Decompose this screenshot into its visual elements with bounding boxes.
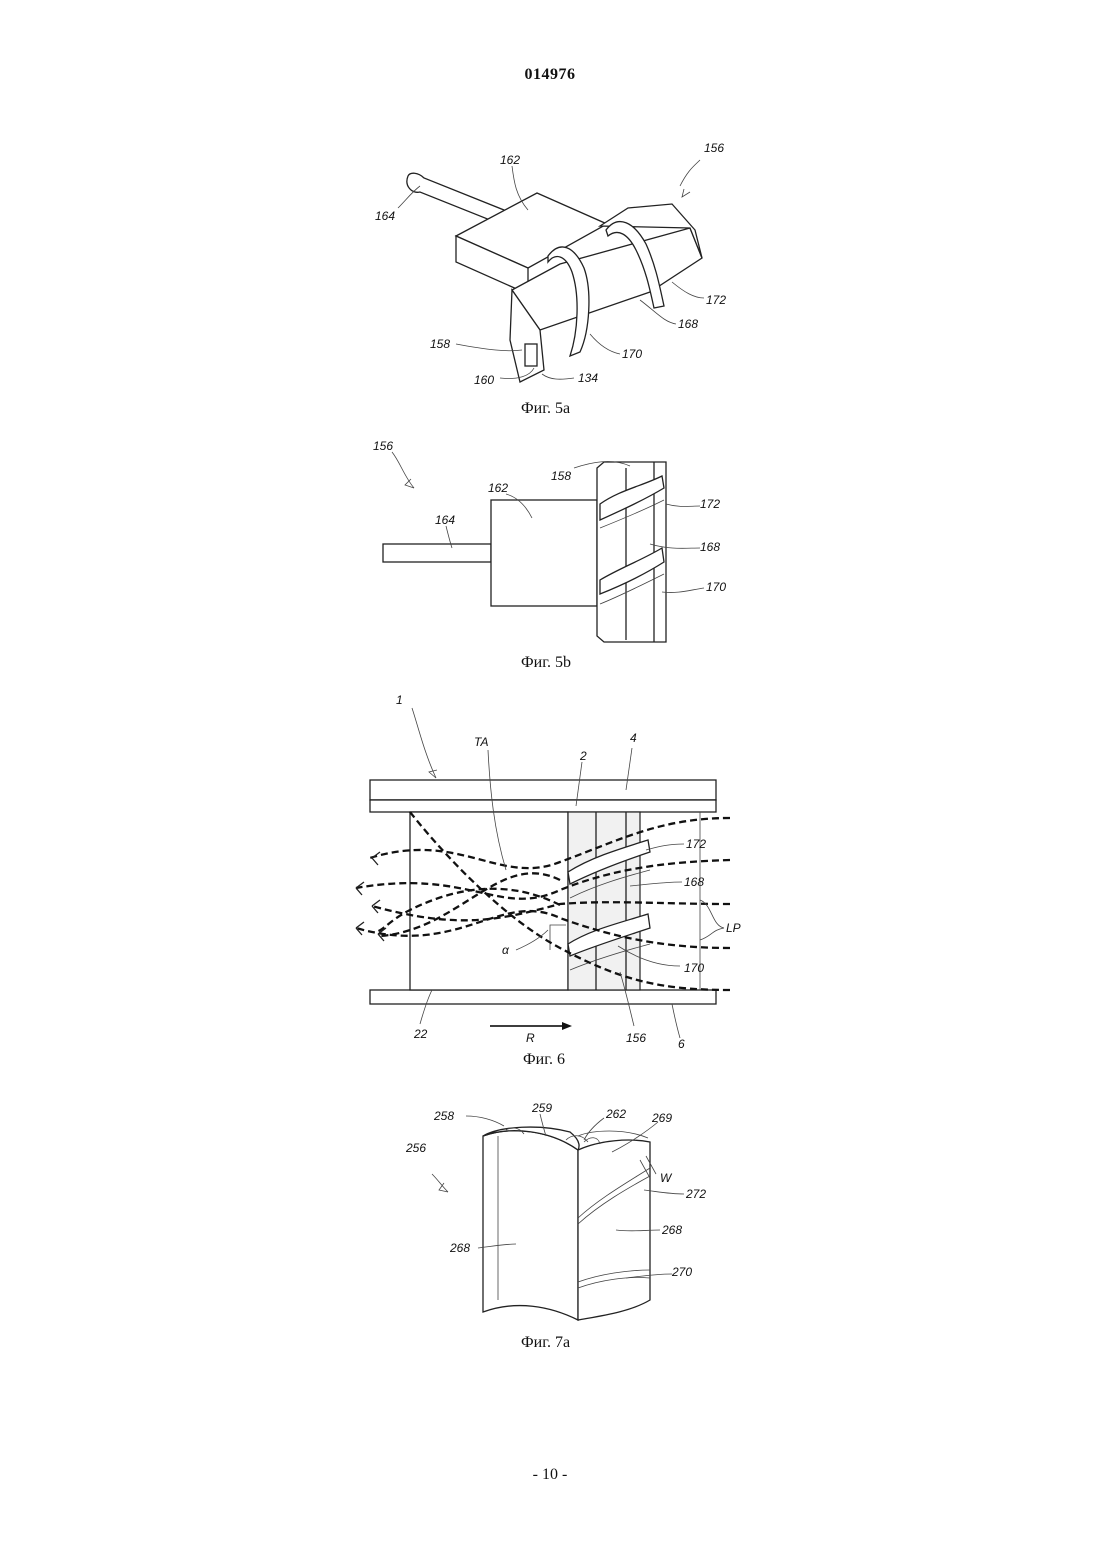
label-269: 269 <box>651 1111 672 1125</box>
label-170: 170 <box>684 961 704 975</box>
label-w: W <box>660 1171 673 1185</box>
label-262: 262 <box>605 1107 626 1121</box>
label-258: 258 <box>433 1109 454 1123</box>
figure-caption: Фиг. 5b <box>521 654 571 671</box>
label-164: 164 <box>435 513 455 527</box>
figure-7a: 258 259 262 269 256 W 272 268 268 270 Фи… <box>405 1101 706 1351</box>
label-164: 164 <box>375 209 395 223</box>
figure-caption: Фиг. 7a <box>521 1334 570 1351</box>
label-268: 268 <box>661 1223 682 1237</box>
label-168: 168 <box>684 875 704 889</box>
label-134: 134 <box>578 371 598 385</box>
label-259: 259 <box>531 1101 552 1115</box>
label-162: 162 <box>488 481 508 495</box>
label-160: 160 <box>474 373 494 387</box>
label-172: 172 <box>706 293 726 307</box>
label-158: 158 <box>551 469 571 483</box>
label-r: R <box>526 1031 535 1045</box>
label-2: 2 <box>579 749 587 763</box>
figure-6: 1 TA 2 4 172 168 LP α 170 22 R 156 6 Фиг… <box>356 693 741 1068</box>
label-156: 156 <box>704 141 724 155</box>
label-168: 168 <box>678 317 698 331</box>
label-1: 1 <box>396 693 403 707</box>
page-number: - 10 - <box>0 1466 1100 1484</box>
label-alpha: α <box>502 943 510 957</box>
label-22: 22 <box>413 1027 428 1041</box>
label-268: 268 <box>449 1241 470 1255</box>
figure-5a: 156 162 164 172 168 158 170 160 134 Фиг.… <box>375 141 726 417</box>
label-156: 156 <box>373 439 393 453</box>
label-270: 270 <box>671 1265 692 1279</box>
figure-caption: Фиг. 6 <box>523 1051 565 1068</box>
label-172: 172 <box>686 837 706 851</box>
figure-caption: Фиг. 5a <box>521 400 570 417</box>
label-256: 256 <box>405 1141 426 1155</box>
label-168: 168 <box>700 540 720 554</box>
label-170: 170 <box>622 347 642 361</box>
label-170: 170 <box>706 580 726 594</box>
label-ta: TA <box>474 735 488 749</box>
label-162: 162 <box>500 153 520 167</box>
label-158: 158 <box>430 337 450 351</box>
label-156: 156 <box>626 1031 646 1045</box>
figure-5b: 156 158 162 164 172 168 170 Фиг. 5b <box>373 439 726 671</box>
label-4: 4 <box>630 731 637 745</box>
label-lp: LP <box>726 921 741 935</box>
label-172: 172 <box>700 497 720 511</box>
label-272: 272 <box>685 1187 706 1201</box>
label-6: 6 <box>678 1037 685 1051</box>
